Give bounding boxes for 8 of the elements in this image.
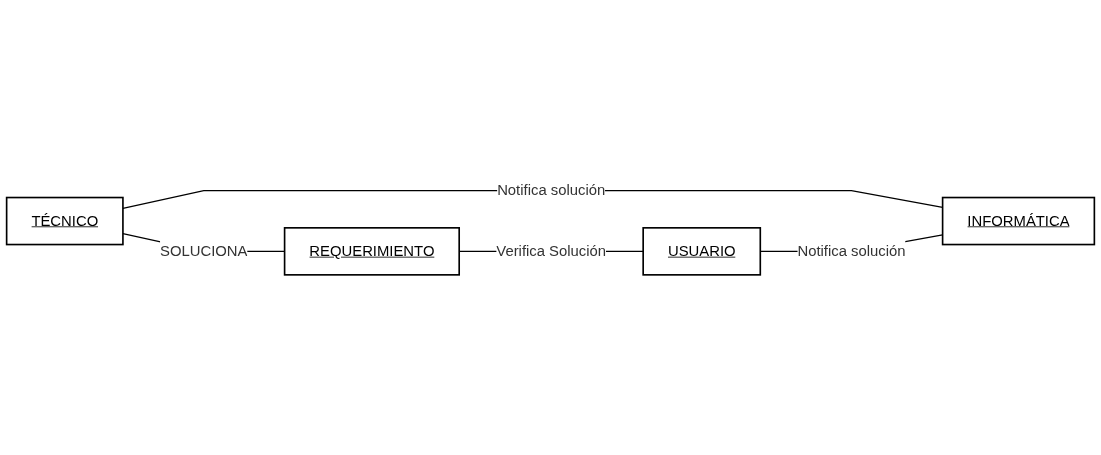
node-box: TÉCNICO [5, 196, 124, 246]
node-box: INFORMÁTICA [941, 196, 1096, 246]
edge-label: Verifica Solución [496, 242, 607, 260]
edge-label: SOLUCIONA [160, 242, 248, 260]
node-box: REQUERIMIENTO [283, 227, 460, 276]
edge-label: Notifica solución [797, 242, 906, 260]
node-box: USUARIO [642, 227, 762, 276]
edge-label: Notifica solución [497, 182, 606, 199]
